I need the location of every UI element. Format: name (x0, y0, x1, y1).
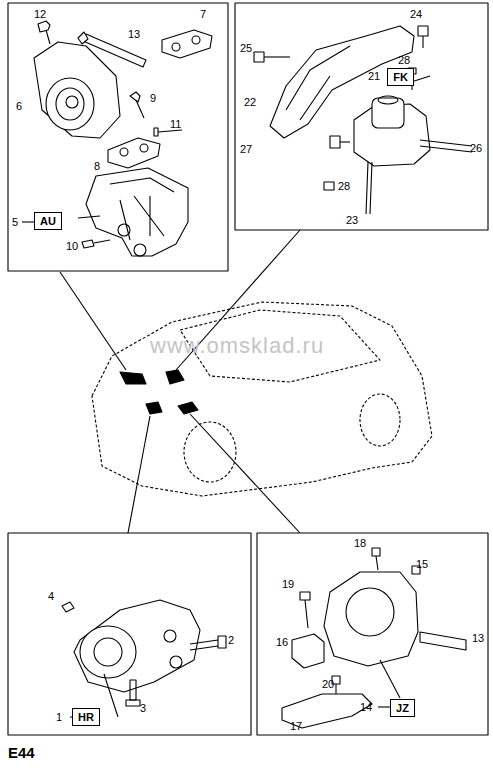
callout-number: 3 (140, 702, 146, 714)
callout-number: 13 (128, 28, 140, 40)
callout-number: 10 (66, 240, 78, 252)
code-text: FK (388, 71, 413, 83)
callout-number: 25 (240, 42, 252, 54)
callout-number: 28 (338, 180, 350, 192)
callout-number: 1 (56, 711, 62, 723)
callout-number: 23 (346, 214, 358, 226)
callout-number: 6 (16, 100, 22, 112)
callout-number: 19 (282, 578, 294, 590)
callout-number: 27 (240, 143, 252, 155)
code-text: JZ (391, 702, 414, 714)
callout-number: 11 (170, 118, 181, 130)
code-box: AU (34, 212, 62, 230)
callout-number: 7 (200, 8, 206, 20)
callout-number: 24 (410, 8, 422, 20)
callout-number: 4 (48, 590, 54, 602)
figure-code: E44 (8, 745, 35, 761)
callout-number: 12 (34, 8, 46, 20)
callout-number: 15 (416, 558, 428, 570)
code-box: JZ (390, 699, 415, 717)
watermark: www.omsklad.ru (150, 334, 324, 358)
callout-number: 14 (360, 701, 372, 713)
code-text: HR (73, 711, 99, 723)
callout-number: 8 (94, 160, 100, 172)
callout-number: 22 (244, 96, 256, 108)
callout-number: 5 (12, 216, 18, 228)
callout-number: 2 (228, 634, 234, 646)
callout-number: 16 (276, 636, 288, 648)
callout-number: 17 (290, 720, 302, 732)
callout-number: 28 (398, 54, 410, 66)
callout-number: 13 (472, 632, 484, 644)
callout-number: 18 (354, 537, 366, 549)
callout-number: 26 (470, 142, 482, 154)
callout-number: 21 (368, 70, 380, 82)
code-text: AU (35, 215, 61, 227)
code-box: FK (387, 68, 414, 86)
callout-number: 9 (150, 92, 156, 104)
callout-number: 20 (322, 678, 334, 690)
code-box: HR (72, 708, 100, 726)
